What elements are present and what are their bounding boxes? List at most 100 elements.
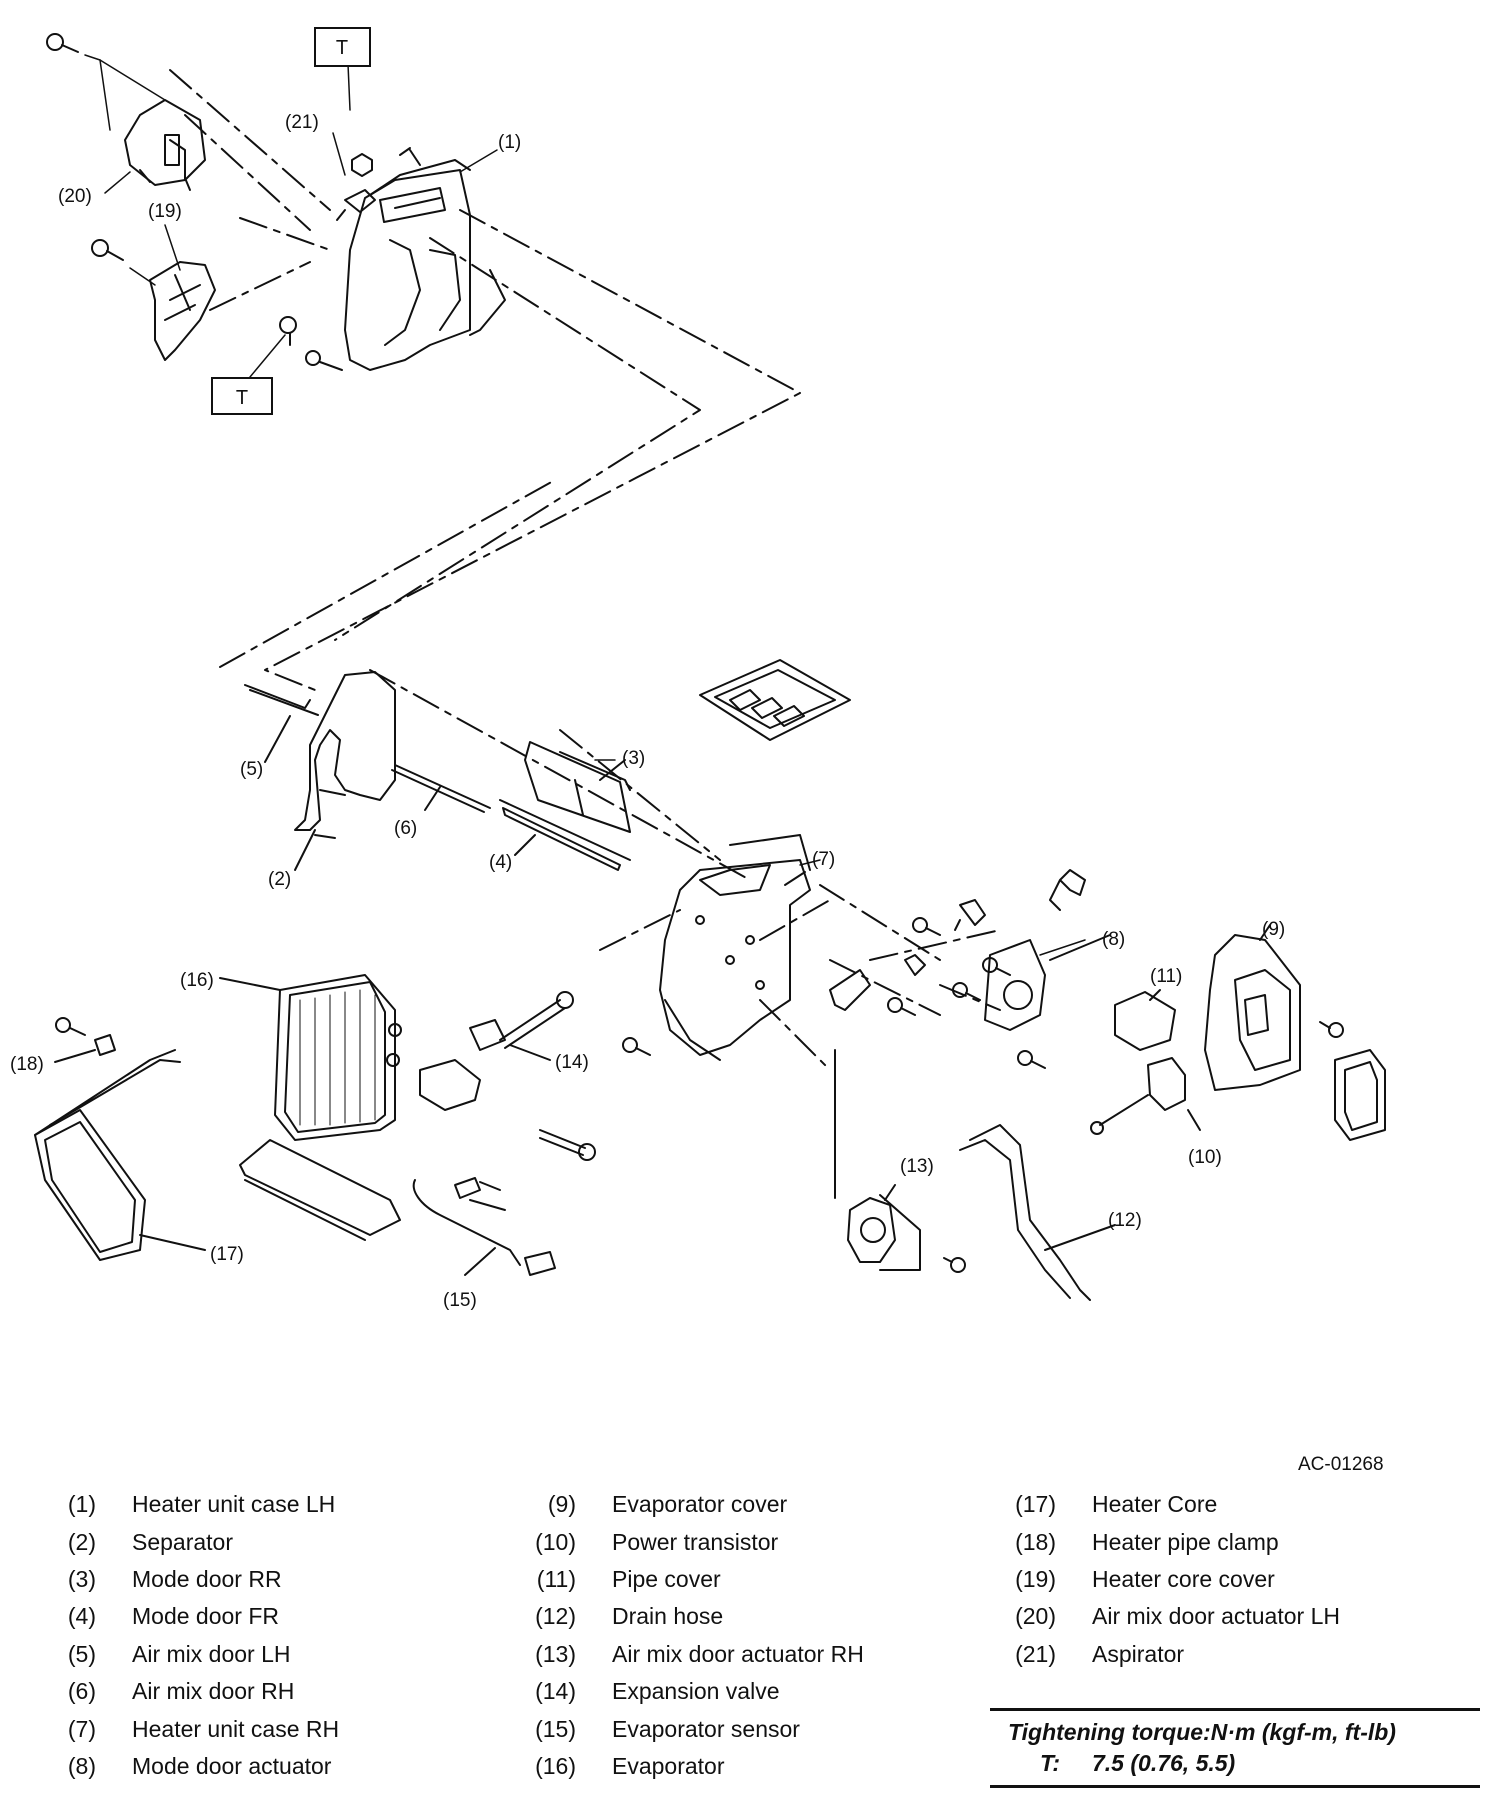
- legend-item: (2)Separator: [30, 1523, 339, 1560]
- legend-item: (8) Mode door actuator: [30, 1748, 339, 1785]
- callout-17: (17): [210, 1244, 244, 1265]
- legend-number: (12): [535, 1603, 576, 1630]
- legend-number: (7): [67, 1715, 96, 1742]
- callout-3: (3): [622, 748, 645, 769]
- legend-number: (8): [67, 1752, 96, 1779]
- heater-core: [34, 1049, 206, 1261]
- torque-box-lower: T: [211, 377, 273, 415]
- legend-item: (9) Evaporator cover: [510, 1486, 864, 1523]
- legend-number: (14): [535, 1678, 576, 1705]
- legend-column-2: (9) Evaporator cover (10)Power transistor…: [510, 1486, 864, 1785]
- evaporator: [219, 974, 402, 1141]
- gasket-seal: [699, 659, 851, 741]
- legend-number: (17): [1015, 1491, 1056, 1518]
- drain-hose: [959, 1124, 1116, 1301]
- callout-6: (6): [394, 818, 417, 839]
- legend-label: Evaporator cover: [612, 1491, 788, 1518]
- screw-t-lower: [279, 316, 297, 346]
- legend-label: Air mix door actuator RH: [612, 1640, 864, 1667]
- torque-box-top: T: [314, 27, 371, 67]
- legend-label: Air mix door LH: [132, 1640, 291, 1667]
- legend-number: (11): [536, 1565, 576, 1592]
- legend-item: (6) Air mix door RH: [30, 1673, 339, 1710]
- legend-item: (18)Heater pipe clamp: [990, 1523, 1340, 1560]
- legend-item: (7) Heater unit case RH: [30, 1710, 339, 1747]
- legend-item: (17) Heater Core: [990, 1486, 1340, 1523]
- exploded-parts-diagram: T T (1) (2) (3) (4) (5) (6) (7) (8) (9) …: [10, 27, 1386, 1311]
- torque-value: 7.5 (0.76, 5.5): [1092, 1750, 1236, 1776]
- legend-label: Drain hose: [612, 1603, 724, 1630]
- legend-number: (20): [1015, 1603, 1056, 1630]
- leader-lines-lower: [594, 759, 1086, 956]
- figure-id: AC-01268: [1298, 1454, 1384, 1475]
- legend-label: Mode door actuator: [132, 1752, 332, 1779]
- legend-number: (5): [67, 1640, 96, 1667]
- air-mix-door-lh: [244, 684, 319, 763]
- legend-number: (1): [67, 1491, 96, 1518]
- callout-9: (9): [1262, 919, 1285, 940]
- legend-label: Mode door RR: [132, 1565, 282, 1592]
- callout-7: (7): [812, 849, 835, 870]
- callout-8: (8): [1102, 929, 1125, 950]
- callout-20: (20): [58, 186, 92, 207]
- legend-label: Heater core cover: [1092, 1565, 1275, 1592]
- torque-bottom-rule: [990, 1785, 1480, 1788]
- legend-item: (4) Mode door FR: [30, 1598, 339, 1635]
- callout-2: (2): [268, 869, 291, 890]
- aspirator-part: [336, 153, 376, 221]
- legend-label: Expansion valve: [612, 1678, 780, 1705]
- legend-number: (3): [67, 1565, 96, 1592]
- legend-item: (10)Power transistor: [510, 1523, 864, 1560]
- legend-number: (4): [67, 1603, 96, 1630]
- legend-number: (9): [547, 1491, 576, 1518]
- callout-21: (21): [285, 112, 319, 133]
- callout-1: (1): [498, 132, 521, 153]
- legend-label: Mode door FR: [132, 1603, 280, 1630]
- screw-top-left: [46, 33, 79, 53]
- legend-number: (21): [1015, 1640, 1056, 1667]
- legend-number: (15): [535, 1715, 576, 1742]
- legend-number: (18): [1015, 1528, 1056, 1555]
- callout-13: (13): [900, 1156, 934, 1177]
- legend-label: Heater Core: [1092, 1491, 1218, 1518]
- legend-item: (5) Air mix door LH: [30, 1636, 339, 1673]
- legend-item: (13)Air mix door actuator RH: [510, 1636, 864, 1673]
- callout-19: (19): [148, 201, 182, 222]
- heater-unit-case-rh: [659, 834, 811, 1061]
- pipe-cover: [1114, 989, 1176, 1051]
- legend-number: (16): [535, 1752, 576, 1779]
- legend-item: (3) Mode door RR: [30, 1561, 339, 1598]
- drain-guide: [239, 1139, 401, 1241]
- legend-number: (10): [535, 1528, 576, 1555]
- legend-item: (15) Evaporator sensor: [510, 1710, 864, 1747]
- legend-column-3: (17) Heater Core (18)Heater pipe clamp (1…: [990, 1486, 1340, 1673]
- legend-number: (19): [1015, 1565, 1056, 1592]
- legend-item: (21) Aspirator: [990, 1636, 1340, 1673]
- actuator-screws: [622, 917, 1046, 1069]
- assembly-outline: [169, 69, 1001, 1071]
- legend-label: Heater unit case LH: [132, 1491, 336, 1518]
- expansion-valve: [419, 991, 596, 1161]
- legend-label: Aspirator: [1092, 1640, 1185, 1667]
- legend-column-1: (1) Heater unit case LH (2)Separator (3) M…: [30, 1486, 339, 1785]
- legend-label: Evaporator sensor: [612, 1715, 800, 1742]
- callout-12: (12): [1108, 1210, 1142, 1231]
- mode-door-rr: [524, 741, 631, 833]
- callout-18: (18): [10, 1054, 44, 1075]
- legend-number: (6): [67, 1678, 96, 1705]
- torque-box-top-label: T: [336, 37, 348, 59]
- torque-specification: Tightening torque:N·m (kgf-m, ft-lb) T:7…: [990, 1708, 1480, 1788]
- legend-item: (20)Air mix door actuator LH: [990, 1598, 1340, 1635]
- legend-item: (11)Pipe cover: [510, 1561, 864, 1598]
- legend-label: Air mix door RH: [132, 1678, 295, 1705]
- screw-case-lower: [305, 350, 343, 371]
- legend-item: (12) Drain hose: [510, 1598, 864, 1635]
- torque-value-row: T:7.5 (0.76, 5.5): [990, 1750, 1480, 1785]
- callout-labels: (1) (2) (3) (4) (5) (6) (7) (8) (9) (10)…: [10, 112, 1285, 1311]
- callout-10: (10): [1188, 1147, 1222, 1168]
- callout-4: (4): [489, 852, 512, 873]
- legend-label: Heater unit case RH: [132, 1715, 340, 1742]
- legend-item: (1) Heater unit case LH: [30, 1486, 339, 1523]
- mode-door-actuator: [829, 869, 1111, 1031]
- air-mix-door-actuator-rh: [834, 1049, 966, 1273]
